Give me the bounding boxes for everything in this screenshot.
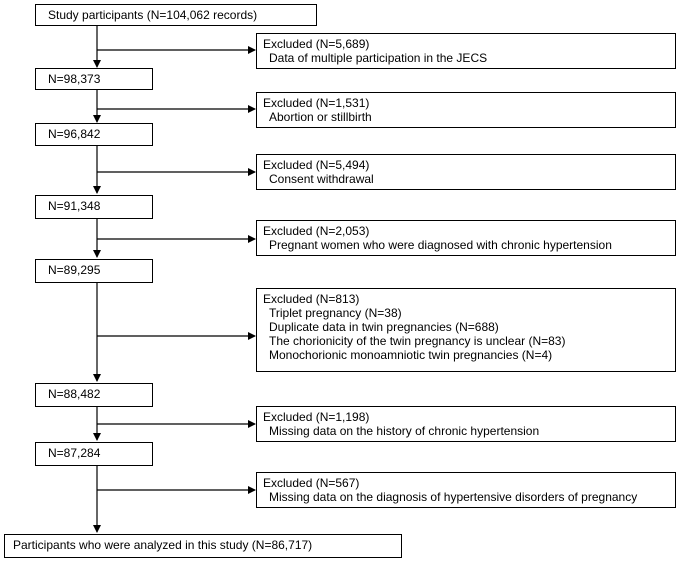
exclusion-item: Missing data on the history of chronic h… (269, 424, 540, 438)
count-label: N=91,348 (48, 199, 101, 213)
exclusion-box-1: Excluded (N=5,689) Data of multiple part… (256, 33, 676, 69)
count-box-6: N=87,284 (35, 442, 153, 466)
count-box-2: N=96,842 (35, 123, 153, 146)
exclusion-item: Triplet pregnancy (N=38) (269, 306, 402, 320)
count-box-5: N=88,482 (35, 383, 153, 407)
count-label: N=89,295 (48, 263, 101, 277)
exclusion-box-5: Excluded (N=813) Triplet pregnancy (N=38… (256, 288, 676, 372)
exclusion-title: Excluded (N=1,198) (263, 410, 370, 424)
count-label: N=96,842 (48, 127, 101, 141)
exclusion-item: Duplicate data in twin pregnancies (N=68… (269, 320, 499, 334)
exclusion-box-6: Excluded (N=1,198) Missing data on the h… (256, 406, 676, 442)
final-label: Participants who were analyzed in this s… (13, 538, 313, 552)
exclusion-title: Excluded (N=2,053) (263, 224, 370, 238)
count-box-3: N=91,348 (35, 195, 153, 219)
exclusion-box-7: Excluded (N=567) Missing data on the dia… (256, 472, 676, 508)
final-box: Participants who were analyzed in this s… (4, 534, 402, 558)
exclusion-box-4: Excluded (N=2,053) Pregnant women who we… (256, 220, 676, 256)
exclusion-title: Excluded (N=813) (263, 292, 360, 306)
exclusion-title: Excluded (N=567) (263, 476, 360, 490)
exclusion-item: Abortion or stillbirth (269, 110, 372, 124)
start-box: Study participants (N=104,062 records) (35, 4, 317, 26)
count-box-1: N=98,373 (35, 68, 153, 90)
exclusion-title: Excluded (N=5,494) (263, 158, 370, 172)
count-label: N=98,373 (48, 72, 101, 86)
exclusion-item: Data of multiple participation in the JE… (269, 51, 488, 65)
count-box-4: N=89,295 (35, 259, 153, 283)
exclusion-title: Excluded (N=5,689) (263, 37, 370, 51)
exclusion-item: Consent withdrawal (269, 172, 374, 186)
start-label: Study participants (N=104,062 records) (48, 8, 258, 22)
exclusion-title: Excluded (N=1,531) (263, 96, 370, 110)
count-label: N=88,482 (48, 387, 101, 401)
exclusion-item: Missing data on the diagnosis of hyperte… (269, 490, 638, 504)
exclusion-box-3: Excluded (N=5,494) Consent withdrawal (256, 154, 676, 190)
exclusion-item: The chorionicity of the twin pregnancy i… (269, 334, 566, 348)
count-label: N=87,284 (48, 446, 101, 460)
exclusion-item: Monochorionic monoamniotic twin pregnanc… (269, 348, 553, 362)
exclusion-item: Pregnant women who were diagnosed with c… (269, 238, 612, 252)
exclusion-box-2: Excluded (N=1,531) Abortion or stillbirt… (256, 92, 676, 128)
